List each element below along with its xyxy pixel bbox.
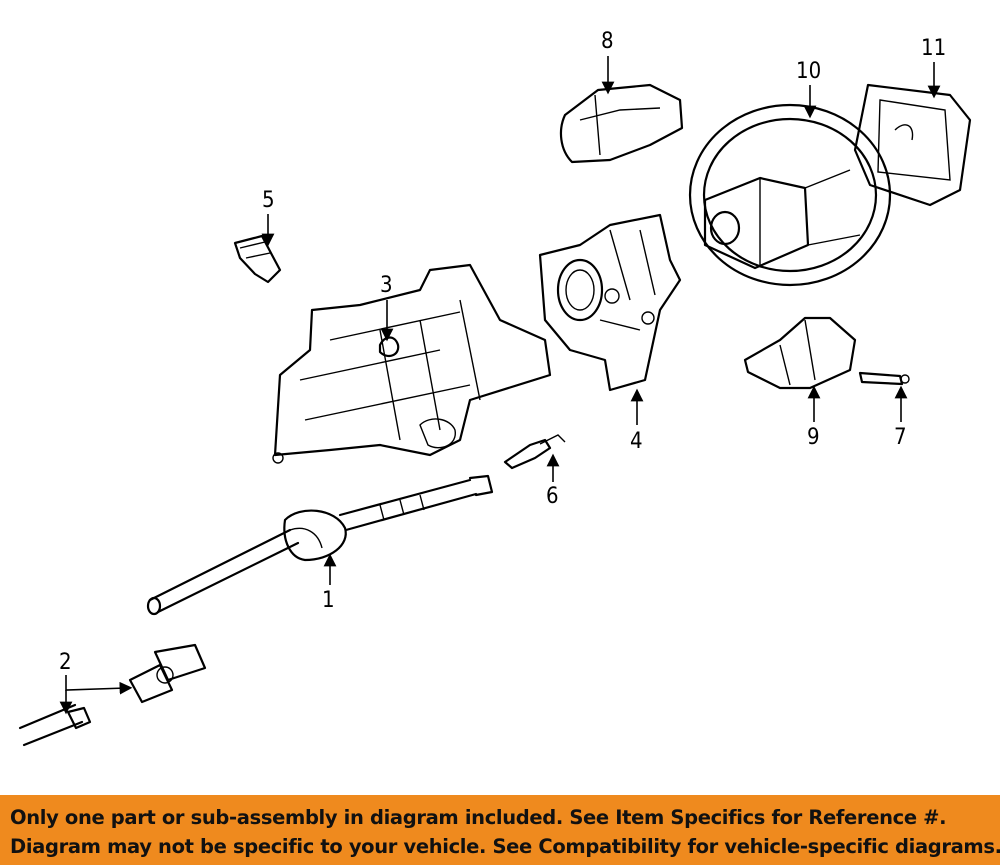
- svg-text:1: 1: [322, 588, 335, 613]
- part-11-horn-pad: [853, 83, 972, 207]
- part-4-column-bracket: [538, 213, 682, 392]
- svg-text:10: 10: [796, 59, 821, 84]
- part-7-pin: [858, 371, 910, 386]
- svg-text:4: 4: [630, 429, 643, 454]
- svg-text:11: 11: [921, 36, 946, 61]
- part-9-lower-shroud: [743, 316, 857, 390]
- part-5-ignition-switch: [233, 234, 282, 284]
- svg-text:2: 2: [59, 650, 72, 675]
- callout-6: 6: [546, 453, 560, 509]
- callout-10: 10: [796, 59, 821, 119]
- svg-text:8: 8: [601, 29, 614, 54]
- callout-2: 2: [59, 650, 133, 715]
- steering-column-exploded-diagram: 1 2 3 4 5 6 7 8 9 10 11: [18, 29, 972, 747]
- callout-4: 4: [630, 388, 644, 454]
- svg-text:5: 5: [262, 188, 275, 213]
- svg-text:3: 3: [380, 273, 393, 298]
- part-2-intermediate-shaft: [18, 643, 207, 747]
- part-10-steering-wheel: [688, 103, 892, 287]
- disclaimer-line-1: Only one part or sub-assembly in diagram…: [10, 806, 947, 829]
- part-3-column-housing: [272, 263, 552, 464]
- callout-7: 7: [894, 385, 908, 450]
- callout-1: 1: [322, 553, 337, 613]
- callout-8: 8: [601, 29, 615, 95]
- callout-11: 11: [921, 36, 946, 99]
- part-8-upper-shroud: [559, 83, 684, 164]
- svg-text:7: 7: [894, 425, 907, 450]
- callout-3: 3: [380, 273, 394, 342]
- disclaimer-line-2: Diagram may not be specific to your vehi…: [10, 835, 1000, 858]
- part-1-steering-shaft: [146, 474, 494, 616]
- part-6-lever: [503, 434, 566, 470]
- svg-text:9: 9: [807, 425, 820, 450]
- callout-9: 9: [807, 385, 821, 450]
- svg-text:6: 6: [546, 484, 559, 509]
- disclaimer-banner: Only one part or sub-assembly in diagram…: [0, 795, 1000, 865]
- callout-5: 5: [261, 188, 275, 247]
